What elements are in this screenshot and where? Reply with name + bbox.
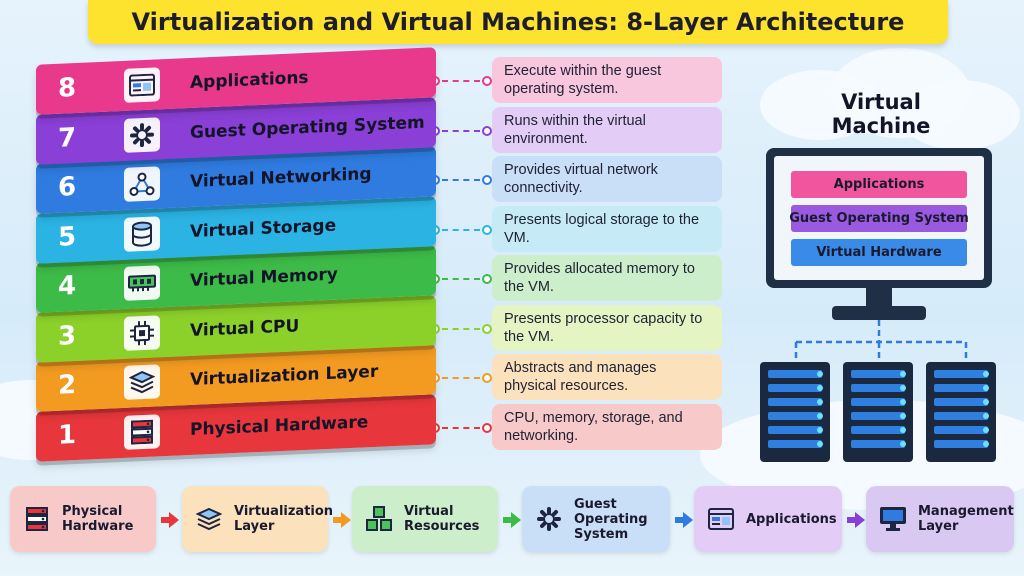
layer-block: 3 Virtual CPU xyxy=(36,294,436,363)
layer-description: Provides virtual network connectivity. xyxy=(492,156,722,202)
layer-block: 5 Virtual Storage xyxy=(36,195,436,264)
layer-connector xyxy=(430,373,492,383)
arrow-right-icon xyxy=(503,512,521,528)
page-title: Virtualization and Virtual Machines: 8-L… xyxy=(131,8,905,36)
vm-layer-bar: Applications xyxy=(791,170,967,198)
layer-number: 3 xyxy=(57,320,77,352)
flow-step: Management Layer xyxy=(866,486,1014,552)
flow-step-label: Physical Hardware xyxy=(62,504,134,534)
network-icon xyxy=(124,166,160,202)
cubes-icon xyxy=(362,503,396,535)
window-icon xyxy=(124,67,160,103)
layer-label: Applications xyxy=(190,67,309,94)
layer-label: Virtual Networking xyxy=(190,164,372,193)
layer-description: Presents logical storage to the VM. xyxy=(492,205,722,252)
layer-number: 1 xyxy=(57,419,77,451)
window-icon xyxy=(704,503,738,535)
monitor-stand xyxy=(866,288,892,306)
layer-block: 4 Virtual Memory xyxy=(36,245,436,313)
layer-description: CPU, memory, storage, and networking. xyxy=(492,403,722,450)
arrow-right-icon xyxy=(675,512,693,528)
layer-connector xyxy=(430,125,492,136)
server-rack-icon xyxy=(760,362,830,462)
flow-step-label: Applications xyxy=(746,511,837,527)
layer-number: 5 xyxy=(57,221,77,253)
layer-description: Runs within the virtual environment. xyxy=(492,106,722,153)
cpu-icon xyxy=(124,314,160,351)
flow-step: Virtual Resources xyxy=(352,486,498,552)
monitor-icon xyxy=(876,503,910,535)
vm-title: Virtual Machine xyxy=(831,90,931,138)
monitor-base xyxy=(832,306,926,320)
layer-block: 8 Applications xyxy=(36,47,436,115)
server-icon xyxy=(124,413,160,450)
arrow-right-icon xyxy=(847,512,865,528)
vm-layer-bar: Virtual Hardware xyxy=(791,238,967,266)
arrow-right-icon xyxy=(333,512,351,528)
layer-block: 7 Guest Operating System xyxy=(36,96,436,165)
memory-icon xyxy=(124,265,160,301)
vm-layer-bar: Guest Operating System xyxy=(789,204,969,232)
gear-icon xyxy=(532,503,566,535)
server-icon xyxy=(20,503,54,535)
gear-icon xyxy=(124,116,160,153)
layer-label: Virtual Memory xyxy=(190,264,338,292)
server-rack-icon xyxy=(843,362,913,462)
server-rack-icon xyxy=(926,362,996,462)
layer-connector xyxy=(430,422,492,433)
layer-block: 2 Virtualization Layer xyxy=(36,344,436,412)
layer-label: Virtualization Layer xyxy=(190,361,379,391)
layer-connector xyxy=(430,175,492,185)
layer-label: Guest Operating System xyxy=(190,112,425,143)
database-icon xyxy=(124,215,160,252)
flow-step-label: Virtualization Layer xyxy=(234,504,334,534)
layer-connector xyxy=(430,76,492,86)
layer-block: 6 Virtual Networking xyxy=(36,146,436,214)
flow-step: Applications xyxy=(694,486,842,552)
layer-number: 2 xyxy=(57,369,77,401)
layer-number: 7 xyxy=(57,122,77,154)
flow-step: Guest Operating System xyxy=(522,486,670,552)
layer-description: Provides allocated memory to the VM. xyxy=(492,255,722,301)
layer-connector xyxy=(430,274,492,284)
layer-label: Virtual CPU xyxy=(190,315,300,341)
layer-connector xyxy=(430,224,492,235)
layer-description: Abstracts and manages physical resources… xyxy=(492,354,722,400)
flow-step: Physical Hardware xyxy=(10,486,156,552)
layer-description: Execute within the guest operating syste… xyxy=(492,57,722,103)
flow-step-label: Guest Operating System xyxy=(574,496,648,542)
layers-icon xyxy=(124,364,160,400)
flow-step-label: Management Layer xyxy=(918,504,1014,534)
layer-block: 1 Physical Hardware xyxy=(36,393,436,462)
layer-connector xyxy=(430,323,492,334)
layer-description: Presents processor capacity to the VM. xyxy=(492,304,722,351)
layer-label: Physical Hardware xyxy=(190,411,369,440)
layer-number: 6 xyxy=(57,171,77,203)
flow-step-label: Virtual Resources xyxy=(404,504,480,534)
layer-label: Virtual Storage xyxy=(190,215,337,242)
flow-step: Virtualization Layer xyxy=(182,486,333,552)
layer-number: 8 xyxy=(57,72,77,104)
title-banner: Virtualization and Virtual Machines: 8-L… xyxy=(88,0,948,44)
layer-number: 4 xyxy=(57,270,77,302)
arrow-right-icon xyxy=(161,512,179,528)
server-connector-lines xyxy=(794,320,968,362)
cloud xyxy=(900,80,1020,150)
layers-icon xyxy=(192,503,226,535)
